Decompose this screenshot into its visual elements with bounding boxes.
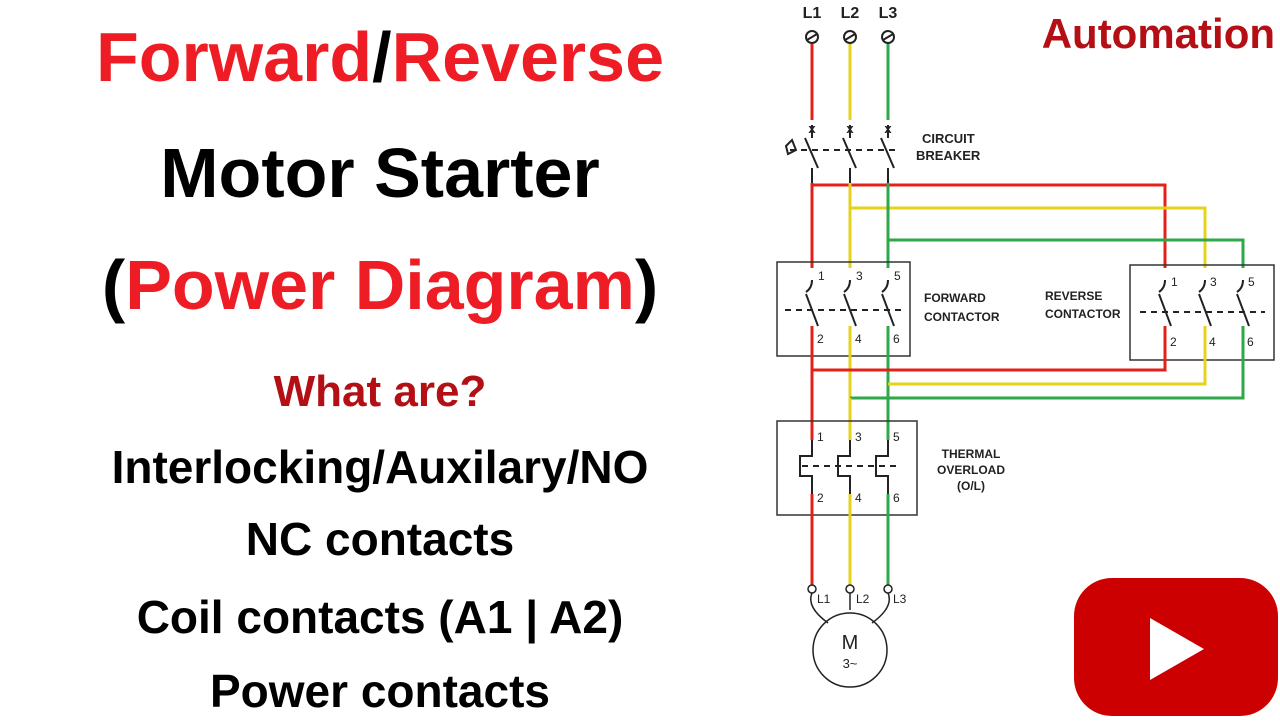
title-line-2: Motor Starter bbox=[160, 134, 600, 212]
ol-label-line-1: THERMAL bbox=[942, 447, 1001, 461]
forward-contactor-box bbox=[776, 261, 911, 357]
subtitle-question: What are? bbox=[273, 367, 487, 416]
rev-terminal-3: 3 bbox=[1210, 275, 1217, 289]
motor-circle bbox=[812, 612, 888, 688]
motor-terminal-l1 bbox=[807, 584, 817, 594]
phase-label-l1: L1 bbox=[803, 5, 822, 22]
ol-terminal-3: 3 bbox=[855, 430, 862, 444]
breaker-label-line-1: CIRCUIT bbox=[922, 131, 975, 146]
title-power-diagram: Power Diagram bbox=[125, 246, 635, 324]
motor-phase: 3~ bbox=[843, 656, 858, 671]
title-line-1: Forward/Reverse bbox=[0, 12, 760, 102]
rev-terminal-2: 2 bbox=[1170, 335, 1177, 349]
ol-terminal-4: 4 bbox=[855, 491, 862, 505]
ol-terminal-2: 2 bbox=[817, 491, 824, 505]
motor-terminal-l3 bbox=[883, 584, 893, 594]
ol-terminal-1: 1 bbox=[817, 430, 824, 444]
subtitle-line-4: Power contacts bbox=[210, 665, 550, 717]
ol-terminal-6: 6 bbox=[893, 491, 900, 505]
breaker-x-mark-3: x bbox=[884, 121, 892, 136]
thermal-overload-elements bbox=[799, 440, 900, 494]
rev-terminal-4: 4 bbox=[1209, 335, 1216, 349]
brand-label: Automation bbox=[1041, 10, 1275, 57]
ol-label-line-3: (O/L) bbox=[957, 479, 985, 493]
motor-terminal-label-l2: L2 bbox=[856, 592, 870, 606]
motor-terminal-label-l3: L3 bbox=[893, 592, 907, 606]
reverse-contactor-contacts bbox=[1140, 279, 1265, 327]
subtitle-line-3: Coil contacts (A1 | A2) bbox=[136, 591, 624, 643]
reverse-contactor-box bbox=[1129, 264, 1275, 361]
fwd-terminal-1: 1 bbox=[818, 269, 825, 283]
ol-label-line-2: OVERLOAD bbox=[937, 463, 1005, 477]
motor-terminal-label-l1: L1 bbox=[817, 592, 831, 606]
circuit-breaker bbox=[784, 125, 900, 183]
breaker-x-mark-2: x bbox=[846, 121, 854, 136]
subtitle-line-2: NC contacts bbox=[245, 513, 515, 565]
breaker-x-mark-1: x bbox=[808, 121, 816, 136]
reverse-label-line-1: REVERSE bbox=[1045, 289, 1102, 303]
title-line-3: (Power Diagram) bbox=[0, 240, 760, 330]
title-panel: Forward/Reverse Motor Starter (Power Dia… bbox=[0, 12, 760, 717]
rev-terminal-5: 5 bbox=[1248, 275, 1255, 289]
rev-terminal-6: 6 bbox=[1247, 335, 1254, 349]
forward-label-line-2: CONTACTOR bbox=[924, 310, 1000, 324]
forward-contactor-contacts bbox=[785, 279, 905, 327]
power-diagram: L1 L2 L3 x x x CIRCUIT BREAKER bbox=[776, 5, 1275, 688]
youtube-play-icon bbox=[1074, 578, 1278, 716]
fwd-terminal-4: 4 bbox=[855, 332, 862, 346]
phase-label-l3: L3 bbox=[879, 5, 898, 22]
motor-symbol: M bbox=[842, 632, 859, 654]
fwd-terminal-2: 2 bbox=[817, 332, 824, 346]
fwd-terminal-3: 3 bbox=[856, 269, 863, 283]
rev-terminal-1: 1 bbox=[1171, 275, 1178, 289]
title-forward: Forward bbox=[95, 18, 373, 96]
title-paren-open: ( bbox=[101, 246, 126, 324]
motor-terminal-l2 bbox=[845, 584, 855, 594]
ol-terminal-5: 5 bbox=[893, 430, 900, 444]
title-reverse: Reverse bbox=[391, 18, 665, 96]
title-paren-close: ) bbox=[634, 246, 659, 324]
title-slash: / bbox=[372, 18, 392, 96]
fwd-terminal-5: 5 bbox=[894, 269, 901, 283]
fwd-terminal-6: 6 bbox=[893, 332, 900, 346]
thermal-overload-box bbox=[776, 420, 918, 516]
phase-label-l2: L2 bbox=[841, 5, 860, 22]
forward-label-line-1: FORWARD bbox=[924, 291, 986, 305]
breaker-label-line-2: BREAKER bbox=[916, 148, 981, 163]
reverse-label-line-2: CONTACTOR bbox=[1045, 307, 1121, 321]
subtitle-line-1: Interlocking/Auxilary/NO bbox=[111, 441, 649, 493]
